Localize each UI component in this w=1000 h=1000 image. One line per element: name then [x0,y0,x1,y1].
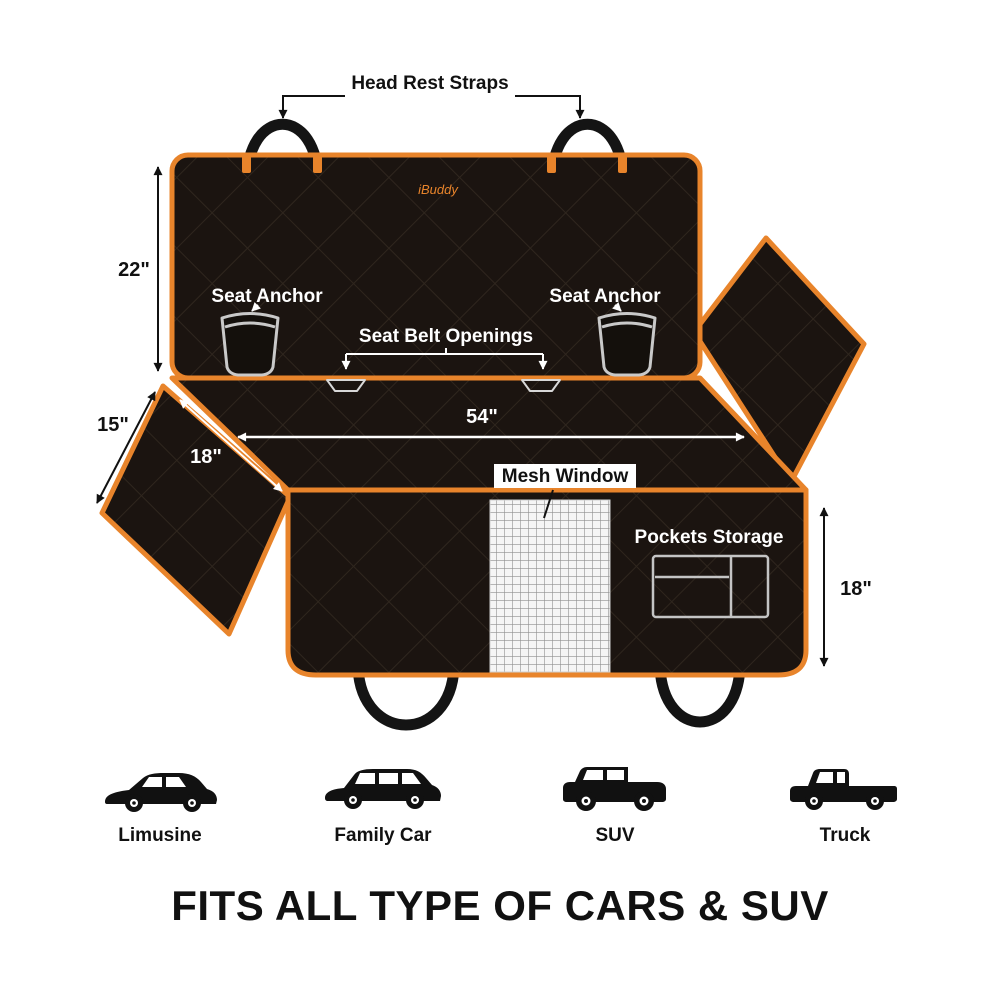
truck-label: Truck [820,825,871,846]
family-car-label: Family Car [334,825,432,846]
vehicle-family-car: Family Car [325,769,441,846]
brand-logo: iBuddy [418,182,459,197]
mesh-window-leader [543,489,554,519]
strap-loop [242,156,251,173]
wheel-hub-center [584,799,588,803]
dimension-seat-width: 54" [237,406,745,442]
wheel-hub-center [351,798,355,802]
dimension-label-54: 54" [466,406,498,428]
pockets-storage-label: Pockets Storage [635,527,784,548]
seat-belt-slots [326,379,561,392]
strap-attachment-loops [242,156,627,173]
vehicle-suv: SUV [563,767,666,846]
wheel-hub-center [190,801,194,805]
wheel-hub-center [413,798,417,802]
seat-anchor-right-rim [601,321,653,329]
vehicle-truck: Truck [790,769,897,846]
seat-anchor-left-arrow [251,302,261,312]
limousine-label: Limusine [118,825,201,846]
wheel-hub-center [642,799,646,803]
seat-anchor-right-shape [597,312,657,377]
dimension-arrow-15 [96,391,156,504]
dimension-label-18-flap: 18" [190,446,222,468]
page-title: FITS ALL TYPE OF CARS & SUV [171,882,829,929]
seat-belt-slot-right [521,379,561,392]
seat-anchor-left-shape [220,312,280,377]
limousine-window [142,777,162,787]
seat-anchors-group [220,312,657,377]
leader-line-left [278,95,345,119]
dimension-flap-width: 18" [179,399,283,492]
bottom-straps-group [352,662,746,731]
dimension-back-height: 22" [118,166,163,372]
family-car-window [379,773,398,784]
seat-belt-slot-left [326,379,366,392]
suv-window [583,770,603,780]
wheel-hub-center [812,799,816,803]
pocket-outline [651,554,770,619]
mesh-window-label: Mesh Window [502,466,629,487]
truck-window [837,772,845,783]
bottom-strap-left [352,662,460,731]
dimension-label-22: 22" [118,259,150,281]
dimension-arrow-18-flap [179,399,283,492]
seat-anchor-left-label: Seat Anchor [211,286,323,307]
annotation-seat-anchors: Seat Anchor Seat Anchor [211,286,661,312]
seat-belt-openings-label: Seat Belt Openings [359,326,533,347]
suv-label: SUV [595,825,634,846]
suv-window [607,770,624,780]
leader-line-right [515,95,585,119]
dimension-front-height: 18" [819,507,872,667]
dimension-label-18-front: 18" [840,578,872,600]
limousine-window [166,777,186,787]
annotation-mesh-window: Mesh Window [494,464,636,519]
strap-loop [547,156,556,173]
seat-anchor-left-rim [224,321,276,329]
dimension-flap-depth: 15" [96,391,156,504]
wheel-hub-center [873,799,877,803]
seat-anchor-right-label: Seat Anchor [549,286,661,307]
storage-pockets [651,554,770,619]
seat-middle-panel [169,375,809,493]
seat-anchor-right-arrow [612,302,622,312]
annotation-seat-belt-openings: Seat Belt Openings [341,326,548,370]
annotation-head-rest-straps: Head Rest Straps [278,73,585,119]
bottom-strap-right [654,662,746,728]
mesh-window [489,499,611,673]
family-car-window [402,773,421,784]
right-side-flap [691,235,867,485]
strap-loop [313,156,322,173]
seat-belt-bracket [346,348,543,355]
mesh-window-label-chip [494,464,636,488]
truck-window [816,772,833,783]
wheel-hub-center [132,801,136,805]
vehicle-limousine: Limusine [105,773,217,846]
family-car-window [355,773,375,784]
strap-loop [618,156,627,173]
head-rest-straps-label: Head Rest Straps [351,73,508,94]
dimension-label-15: 15" [97,414,129,436]
